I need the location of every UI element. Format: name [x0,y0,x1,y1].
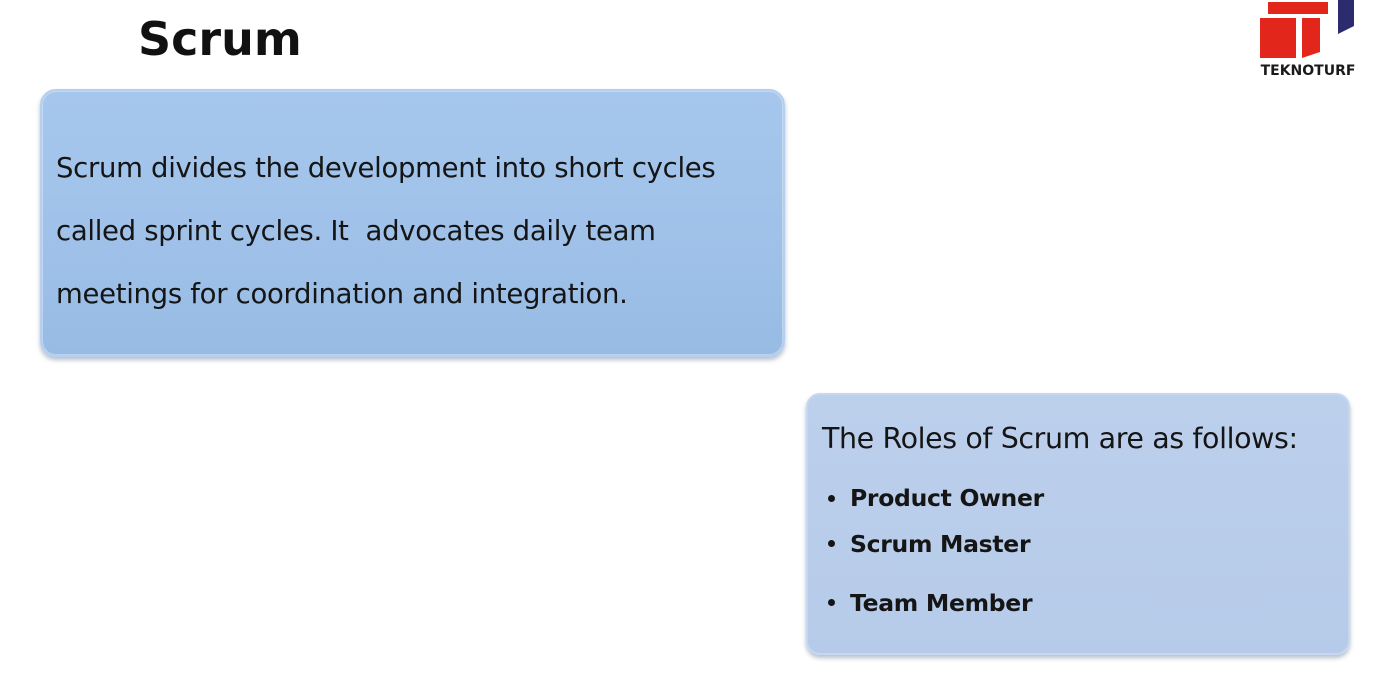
definition-line: Scrum divides the development into short… [56,152,716,184]
definition-text: Scrum divides the development into short… [56,137,769,326]
definition-line: called sprint cycles. It advocates daily… [56,215,656,247]
logo-text: TEKNOTURF [1260,63,1356,79]
role-label: Scrum Master [850,529,1031,558]
roles-list: Product Owner Scrum Master Team Member [822,482,1336,632]
roles-box: The Roles of Scrum are as follows: Produ… [806,393,1350,655]
bullet-icon [828,494,835,502]
roles-heading: The Roles of Scrum are as follows: [822,422,1298,455]
list-item: Scrum Master [822,514,1336,573]
definition-box: Scrum divides the development into short… [40,89,785,357]
role-label: Product Owner [850,484,1044,512]
teknoturf-logo-mark-icon [1260,0,1354,58]
teknoturf-logo: TEKNOTURF [1252,0,1364,86]
bullet-icon [828,540,835,547]
definition-line: meetings for coordination and integratio… [56,278,628,310]
role-label: Team Member [850,588,1033,617]
bullet-icon [828,599,835,606]
list-item: Team Member [822,573,1336,632]
list-item: Product Owner [822,482,1336,514]
slide-title: Scrum [138,12,302,66]
